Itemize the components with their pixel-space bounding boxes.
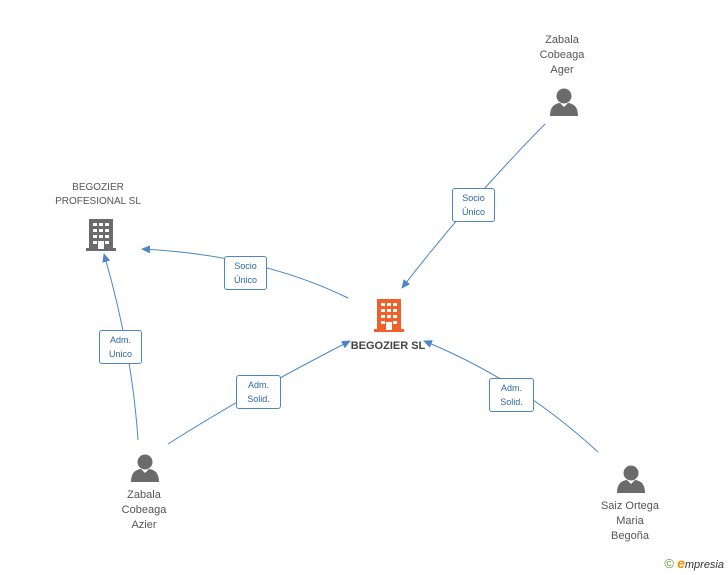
brand-name: mpresia [684, 559, 724, 571]
node-label-main[interactable]: BEGOZIER SL [350, 340, 426, 352]
building-icon-profesional [86, 219, 116, 251]
edge-label-main-prof[interactable]: Socio Único [224, 256, 267, 290]
person-icon-zabala-azier [131, 454, 159, 482]
node-label-zabala-azier[interactable]: Zabala Cobeaga Azier [121, 489, 167, 531]
node-label-saiz[interactable]: Saiz Ortega Maria Begoña [600, 500, 660, 542]
edge-label-azier-prof[interactable]: Adm. Unico [99, 330, 142, 364]
node-label-profesional[interactable]: BEGOZIER PROFESIONAL SL [55, 182, 141, 207]
empresia-logo: © empresia [664, 555, 724, 571]
edge-label-saiz-main[interactable]: Adm. Solid. [489, 378, 534, 412]
copyright-icon: © [664, 556, 675, 571]
person-icon-zabala-ager [550, 88, 578, 116]
edge-label-ager-main[interactable]: Socio Único [452, 188, 495, 222]
brand-initial: e [677, 555, 685, 571]
building-icon-main [374, 299, 404, 332]
edge-label-azier-main[interactable]: Adm. Solid. [236, 375, 281, 409]
node-label-zabala-ager[interactable]: Zabala Cobeaga Ager [539, 34, 585, 76]
person-icon-saiz [617, 465, 645, 493]
